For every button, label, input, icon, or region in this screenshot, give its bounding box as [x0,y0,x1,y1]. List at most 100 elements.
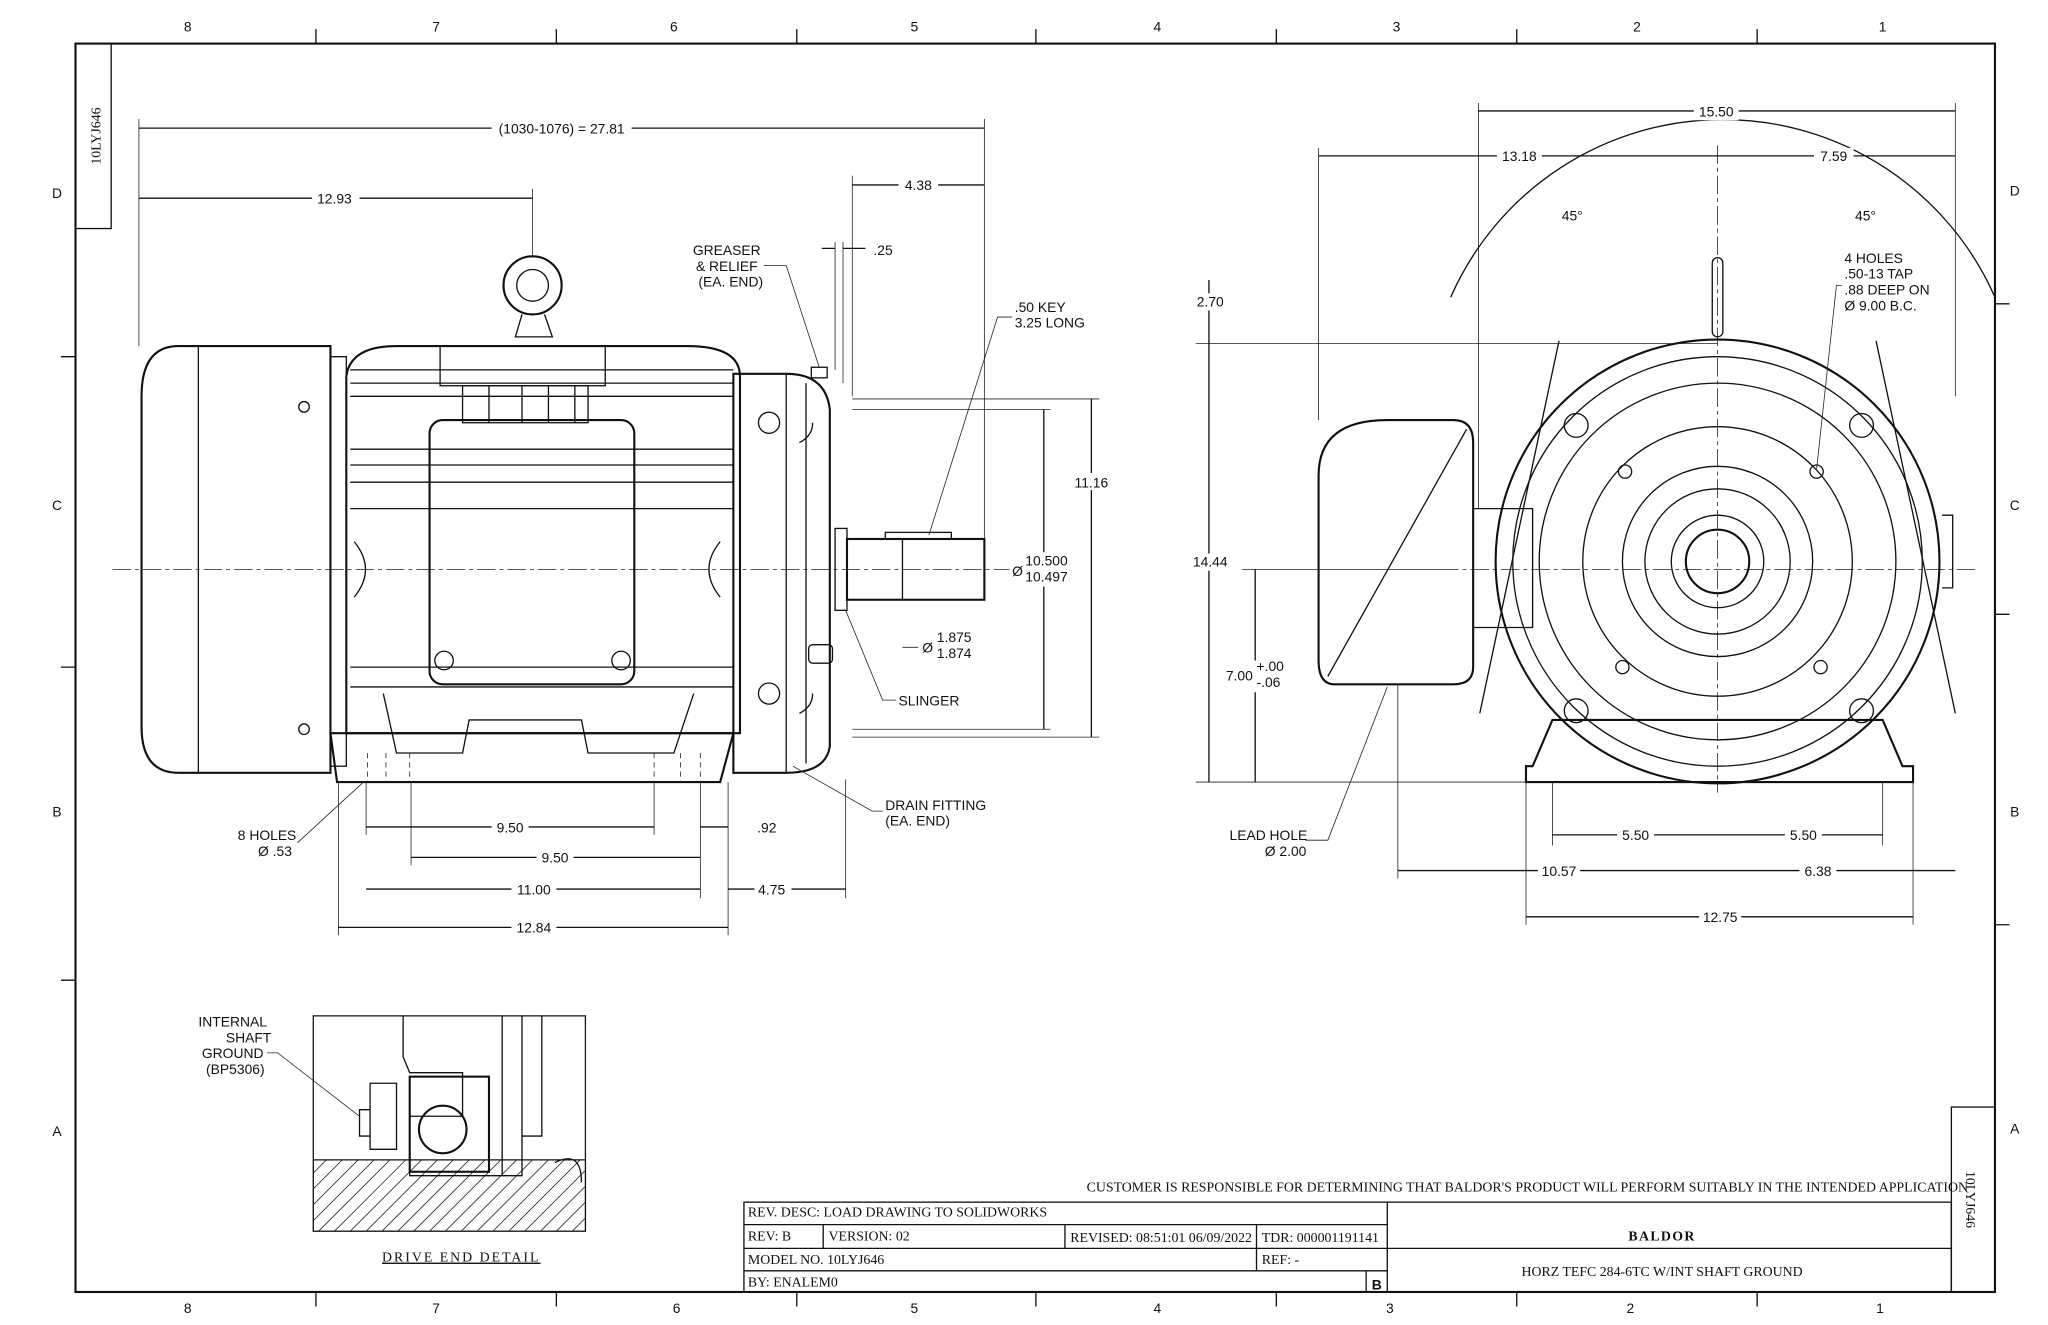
section-hatch-line [540,1185,586,1232]
base-width-dim: 12.75 [1703,909,1738,925]
side-view-motor [112,255,1044,784]
zone-rows: D C B A D C B A [52,183,2020,1140]
section-hatch-line [683,1016,898,1231]
tdr-number: TDR: 000001191141 [1262,1231,1379,1246]
zone-col-3: 3 [1386,1300,1394,1316]
zone-col-7: 7 [432,19,440,35]
foot-dim-c: 11.00 [517,881,551,897]
shaft-dia-max: 1.875 [937,629,972,645]
zone-row-c: C [52,497,62,513]
title-block: CUSTOMER IS RESPONSIBLE FOR DETERMINING … [743,1181,1968,1293]
zone-ticks [60,29,2010,1307]
zone-col-8: 8 [184,1300,192,1316]
tap-note-1: 4 HOLES [1844,250,1903,266]
section-hatch-line [556,1201,586,1232]
shaft-ground-note-1: INTERNAL [198,1013,267,1029]
section-hatch-line [81,1016,296,1231]
greaser-note-2: & RELIEF [696,258,758,274]
end-view-dimensions: 15.50 13.18 7.59 45° 45° 2.70 4 HOLES .5… [1191,103,1996,927]
side-view-dimensions: (1030-1076) = 27.81 12.93 4.38 .25 GREAS… [138,118,1110,937]
tap-note-2: .50-13 TAP [1844,266,1913,282]
zone-labels-top: 8 7 6 5 4 3 2 1 [184,19,1887,35]
drawing-description: HORZ TEFC 284-6TC W/INT SHAFT GROUND [1521,1265,1802,1280]
greaser-note-3: (EA. END) [698,274,763,290]
section-hatch-line [762,1016,977,1231]
zone-col-1: 1 [1879,19,1887,35]
rev-desc: REV. DESC: LOAD DRAWING TO SOLIDWORKS [748,1206,1047,1221]
lead-right-dim: 6.38 [1804,863,1831,879]
zone-col-1: 1 [1876,1300,1884,1316]
zone-labels-bottom: 8 7 6 5 4 3 2 1 [184,1300,1884,1316]
section-hatch-line [508,1154,586,1232]
shaft-dia-min: 1.874 [937,645,972,661]
section-hatch-line [826,1016,1041,1231]
lead-left-dim: 10.57 [1542,863,1577,879]
section-hatch-line [794,1016,1009,1231]
diameter-symbol: Ø [1012,563,1023,579]
section-hatch-line [651,1016,866,1231]
total-height-dim: 14.44 [1193,554,1228,570]
foot-dim-f: 4.75 [758,881,785,897]
tap-note-3: .88 DEEP ON [1844,282,1929,298]
shaft-ground-note-3: GROUND [202,1045,264,1061]
foot-dim-b: 9.50 [542,850,569,866]
zone-col-3: 3 [1393,19,1401,35]
section-hatch-line [667,1016,882,1231]
lead-hole-note-1: LEAD HOLE [1229,827,1307,843]
key-note-2: 3.25 LONG [1015,315,1085,331]
zone-col-2: 2 [1626,1300,1634,1316]
end-view-motor [1317,145,1976,793]
left-width-dim: 13.18 [1502,148,1537,164]
right-width-dim: 7.59 [1820,148,1847,164]
shaft-height-dim: 7.00 [1226,667,1253,683]
diameter-symbol: Ø [922,640,933,656]
detail-title: DRIVE END DETAIL [382,1251,540,1266]
flange-offset-dim: .25 [873,242,893,258]
section-hatch-line [731,1016,946,1231]
drain-note-2: (EA. END) [885,813,950,829]
section-hatch-line [699,1016,914,1231]
c-dim: 12.93 [317,190,352,206]
sheet-id-bottom: 10LYJ646 [1962,1171,1977,1228]
baldor-logo: BALDOR [1628,1229,1695,1244]
drive-end-detail: INTERNAL SHAFT GROUND (BP5306) DRIVE END… [81,1013,1073,1266]
section-hatch-line [842,1016,1057,1231]
zone-col-2: 2 [1633,19,1641,35]
height-dim: 11.16 [1075,474,1109,490]
zone-col-6: 6 [670,19,678,35]
zone-col-5: 5 [910,1300,918,1316]
angle-left-dim: 45° [1562,208,1583,224]
section-hatch-line [778,1016,993,1231]
section-hatch-line [571,1217,586,1232]
zone-row-c: C [2010,497,2020,513]
zone-row-d: D [52,185,62,201]
lift-height-dim: 2.70 [1197,293,1224,309]
slinger-label: SLINGER [899,692,960,708]
section-hatch-line [747,1016,962,1231]
rev: REV: B [748,1229,791,1244]
foot-dim-d: 12.84 [517,920,552,936]
zone-row-a: A [52,1123,62,1139]
pilot-dia-max: 10.500 [1025,552,1068,568]
zone-col-6: 6 [673,1300,681,1316]
zone-row-b: B [52,803,61,819]
tap-note-4: Ø 9.00 B.C. [1844,297,1916,313]
revised-date: REVISED: 08:51:01 06/09/2022 [1070,1231,1252,1246]
rev-letter: B [1372,1276,1382,1292]
width-total-dim: 15.50 [1699,103,1734,119]
version: VERSION: 02 [828,1229,909,1244]
section-hatch-line [810,1016,1025,1231]
model-number: MODEL NO. 10LYJ646 [748,1253,884,1268]
overall-length-dim: (1030-1076) = 27.81 [499,120,625,136]
drawn-by: BY: ENALEM0 [748,1276,838,1291]
zone-col-4: 4 [1154,1300,1162,1316]
zone-row-a: A [2010,1120,2020,1136]
section-hatch-line [620,1016,835,1231]
section-hatch-line [636,1016,851,1231]
holes-note-1: 8 HOLES [238,827,297,843]
zone-row-b: B [2010,803,2019,819]
section-hatch-line [858,1016,1073,1231]
sheet-id-top: 10LYJ646 [90,107,105,164]
holes-note-2: Ø .53 [258,843,292,859]
